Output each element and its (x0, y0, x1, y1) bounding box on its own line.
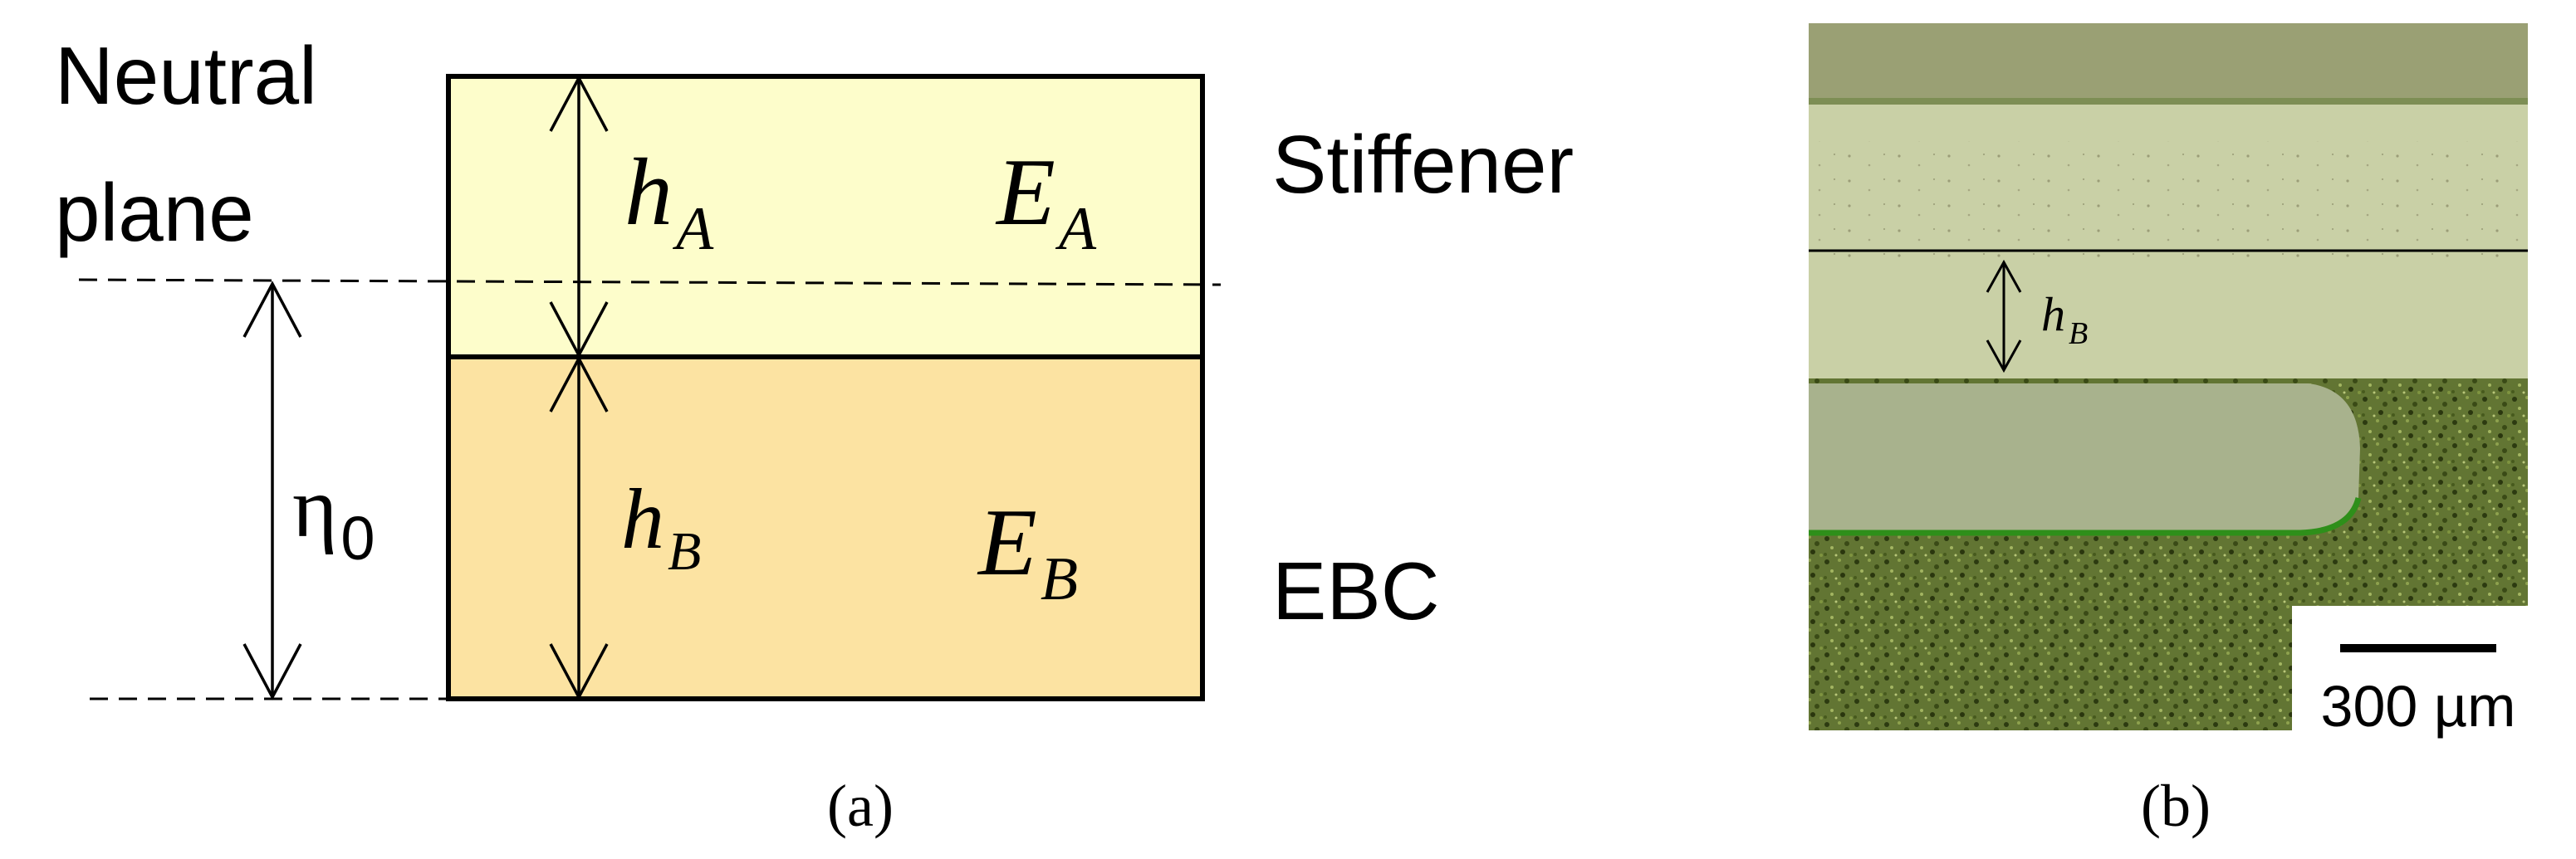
layer-stack-outline (446, 74, 1205, 701)
panel-b: h B 300 µm (b) (1809, 23, 2576, 839)
scale-bar (2340, 644, 2496, 652)
caption-b-text: (b) (2141, 773, 2211, 839)
micrograph-band-dots (1809, 141, 2528, 257)
stiffener-label: Stiffener (1272, 119, 1574, 210)
caption-b: (b) (2141, 773, 2211, 839)
e-a-label-sub: A (1055, 195, 1097, 263)
micrograph-ebc-tongue (1809, 383, 2360, 533)
h-a-label-sub: A (672, 195, 714, 263)
h-b-arrow (549, 355, 609, 700)
eta-0-label: η 0 (292, 460, 375, 573)
panel-a: Neutral plane h A E A Stiffener h B E B … (55, 30, 1574, 839)
h-a-label-var: h (624, 139, 673, 246)
h-a-arrow (549, 75, 609, 359)
micrograph-tongue-border (1809, 496, 2362, 536)
e-a-label: E A (995, 139, 1097, 263)
neutral-plane-label-line-1: Neutral (55, 30, 317, 121)
e-b-label-var: E (977, 490, 1037, 596)
ebc-label: EBC (1272, 545, 1440, 637)
micrograph-h-b-sub: B (2069, 316, 2088, 351)
micrograph-h-b-label: h B (2041, 287, 2088, 351)
eta-0-arrow (242, 281, 302, 700)
eta-0-label-var: η (292, 460, 337, 555)
neutral-plane-label-line-2: plane (55, 167, 254, 258)
e-b-label-sub: B (1041, 545, 1078, 613)
eta-0-label-sub: 0 (340, 504, 375, 573)
scale-bar-label: 300 µm (2321, 674, 2516, 739)
h-b-label-sub: B (668, 521, 701, 582)
ebc-layer (448, 357, 1202, 699)
micrograph-h-b-arrow (1986, 259, 2022, 373)
scale-bar-box (2292, 606, 2576, 739)
e-b-label: E B (977, 490, 1078, 613)
neutral-plane-label: Neutral plane (55, 30, 340, 258)
micrograph-top-edge (1809, 98, 2528, 105)
micrograph-h-b-var: h (2041, 287, 2065, 341)
neutral-plane-line (78, 278, 1222, 286)
h-a-label: h A (624, 139, 714, 263)
micrograph-top-region (1809, 23, 2528, 105)
stiffener-layer (448, 76, 1202, 357)
h-b-label-var: h (621, 471, 664, 567)
e-a-label-var: E (995, 139, 1055, 246)
caption-a-text: (a) (827, 773, 894, 839)
h-b-label: h B (621, 471, 701, 582)
caption-a: (a) (827, 773, 894, 839)
